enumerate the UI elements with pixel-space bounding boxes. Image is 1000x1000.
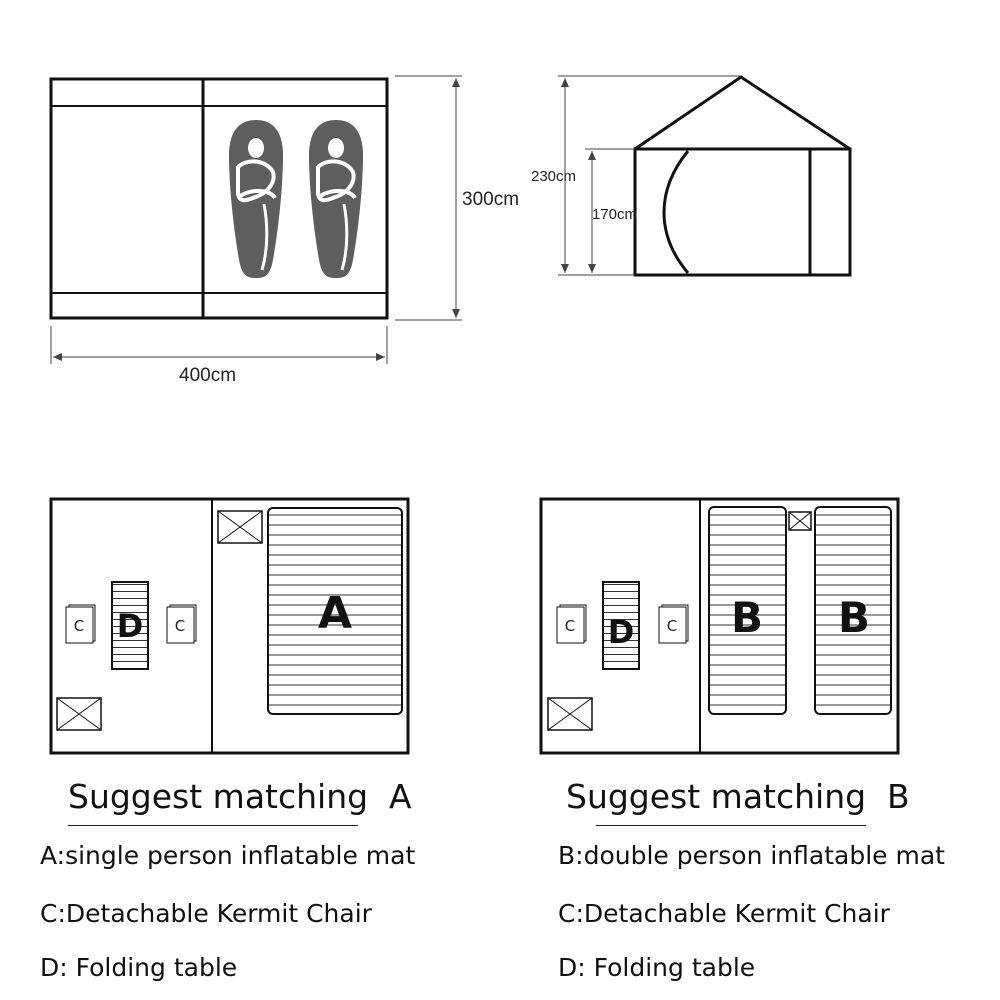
chair-label: C	[667, 617, 677, 635]
legend-a-chair: C:Detachable Kermit Chair	[40, 899, 372, 928]
legend-a-table: D: Folding table	[40, 953, 238, 982]
mat-b-label: B	[838, 593, 870, 642]
front-view-elevation	[633, 75, 852, 277]
mat-a-shape	[267, 507, 403, 715]
legend-b-table: D: Folding table	[558, 953, 756, 982]
chair-right: C	[166, 604, 197, 644]
storage-box-icon	[788, 511, 812, 531]
top-view-floorplan	[49, 77, 389, 320]
chair-label: C	[565, 617, 575, 635]
mat-b-shape-right	[814, 506, 892, 715]
folding-table-shape	[111, 581, 149, 670]
chair-label: C	[74, 617, 84, 635]
caption-b-underline	[596, 825, 866, 826]
caption-a-underline	[68, 825, 358, 826]
storage-box-icon	[56, 697, 102, 731]
peak-height-dimension: 230cm	[531, 75, 741, 276]
chair-left: C	[65, 604, 96, 644]
sleeping-bag-icon	[229, 120, 283, 278]
chair-label: C	[175, 617, 185, 635]
width-label: 400cm	[179, 365, 236, 386]
caption-b: Suggest matching B	[566, 777, 910, 816]
legend-b-mat: B:double person inflatable mat	[558, 841, 945, 870]
storage-box-icon	[547, 697, 593, 731]
table-label: D	[608, 613, 635, 651]
depth-dimension: 300cm	[395, 75, 519, 321]
wall-height-label: 170cm	[592, 206, 637, 223]
mat-b-label: B	[731, 593, 763, 642]
peak-height-label: 230cm	[531, 168, 576, 185]
caption-a: Suggest matching A	[68, 777, 412, 816]
chair-right: C	[658, 604, 689, 644]
width-dimension: 400cm	[50, 326, 388, 386]
wall-height-dimension: 170cm	[585, 148, 637, 273]
table-label: D	[117, 607, 144, 645]
chair-left: C	[556, 604, 587, 644]
mat-b-shape-left	[708, 506, 787, 715]
mat-a-label: A	[318, 588, 352, 639]
layout-a-floorplan: A D C C	[49, 497, 410, 755]
layout-b-floorplan: B B D C C	[539, 497, 900, 755]
legend-a-mat: A:single person inflatable mat	[40, 841, 416, 870]
storage-box-icon	[217, 510, 263, 544]
legend-b-chair: C:Detachable Kermit Chair	[558, 899, 890, 928]
depth-label: 300cm	[462, 189, 519, 210]
sleeping-bag-icon	[309, 120, 363, 278]
folding-table-shape	[602, 581, 640, 670]
